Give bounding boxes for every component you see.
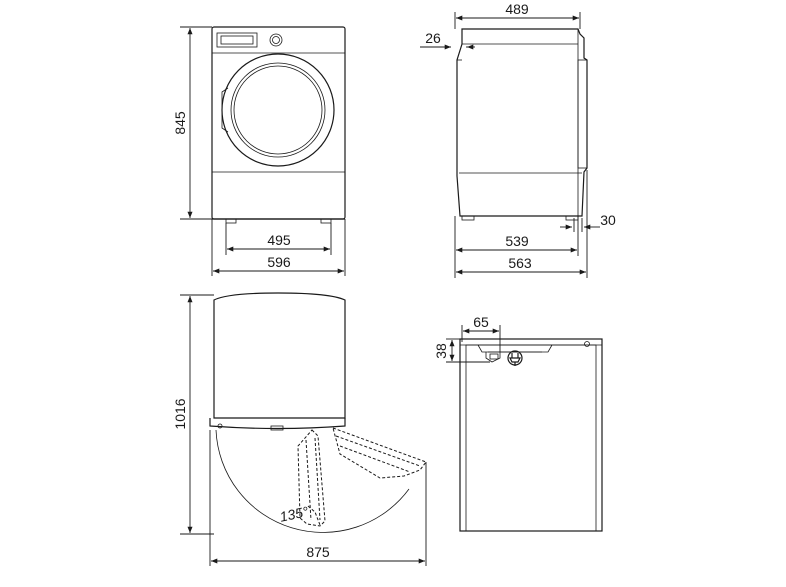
dim-front-height: 845 (172, 111, 188, 135)
door (221, 53, 335, 167)
dim-side-total-depth: 563 (508, 255, 532, 271)
dim-side-body-depth: 539 (505, 233, 529, 249)
door-swing-arc (215, 429, 410, 533)
front-view: 845 495 596 (172, 26, 346, 276)
dim-rear-connection-offset: 65 (473, 314, 489, 330)
display-panel (216, 32, 258, 48)
program-knob (269, 33, 283, 47)
dim-side-top-offset: 26 (425, 30, 441, 46)
door-handle (221, 87, 229, 133)
rear-view: 65 38 (433, 314, 603, 532)
side-view: 489 26 30 539 563 (420, 1, 616, 278)
dim-door-total-depth: 875 (306, 544, 330, 560)
label-door-angle: 135° (278, 503, 310, 525)
dim-door-height: 1016 (172, 398, 188, 429)
dim-rear-connection-height: 38 (433, 343, 449, 359)
dim-side-foot-offset: 30 (600, 212, 616, 228)
dim-side-top-depth: 489 (505, 1, 529, 17)
dim-front-feet-width: 495 (267, 232, 291, 248)
door-side-profile (577, 59, 588, 169)
top-view-door-open: 135° 1016 875 (172, 292, 427, 566)
dim-front-width: 596 (267, 254, 291, 270)
